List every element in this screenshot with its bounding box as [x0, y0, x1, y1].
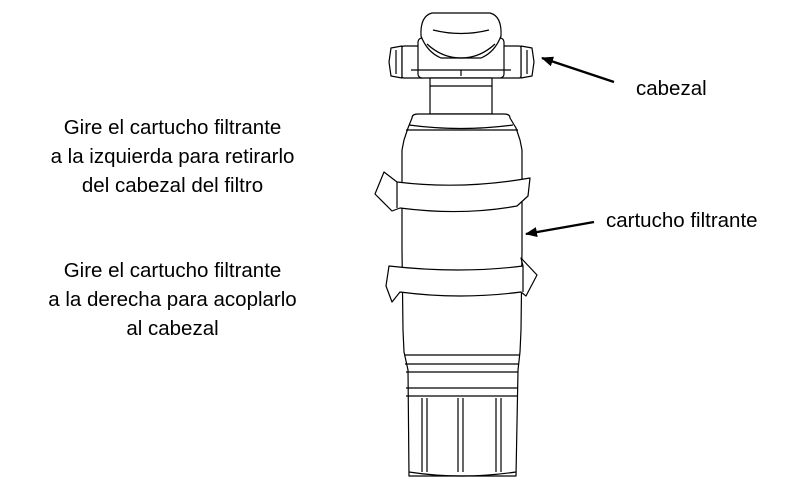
rotate-left-arrow — [374, 171, 531, 213]
attach-instruction: Gire el cartucho filtrante a la derecha … — [0, 256, 345, 343]
attach-instruction-line: al cabezal — [126, 317, 219, 340]
remove-instruction: Gire el cartucho filtrante a la izquierd… — [0, 113, 345, 200]
rotate-right-arrow — [385, 257, 538, 303]
head-pointer-arrow — [541, 56, 615, 84]
head-label: cabezal — [636, 77, 707, 100]
cartridge-label: cartucho filtrante — [606, 209, 758, 232]
attach-instruction-line: a la derecha para acoplarlo — [48, 288, 297, 311]
remove-instruction-line: a la izquierda para retirarlo — [50, 145, 295, 168]
remove-instruction-line: Gire el cartucho filtrante — [63, 116, 282, 139]
cartridge-pointer-arrow — [525, 220, 595, 238]
filter-head — [388, 12, 535, 115]
remove-instruction-line: del cabezal del filtro — [81, 174, 264, 197]
attach-instruction-line: Gire el cartucho filtrante — [63, 259, 282, 282]
